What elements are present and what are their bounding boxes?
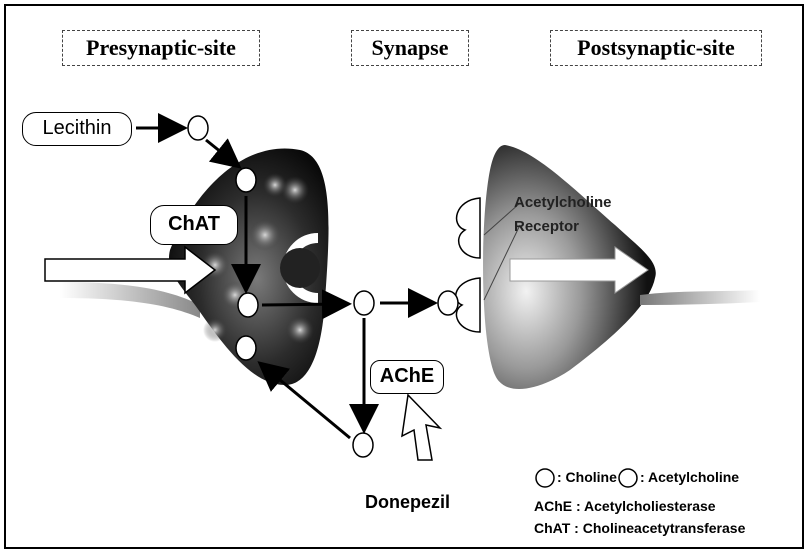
presynaptic-axon	[60, 282, 200, 318]
lecithin-label: Lecithin	[22, 112, 132, 146]
postsynaptic-axon	[640, 290, 760, 305]
chat-label: ChAT	[150, 205, 238, 245]
ache-label: AChE	[370, 360, 444, 394]
presynaptic-title: Presynaptic-site	[62, 30, 260, 66]
donepezil-inhibition-arrow	[402, 395, 440, 460]
postsynaptic-title: Postsynaptic-site	[550, 30, 762, 66]
legend-acetylcholine-symbol	[619, 469, 637, 487]
transporter-core	[280, 248, 320, 288]
legend-acetylcholine: : Acetylcholine	[640, 469, 739, 485]
synapse-title: Synapse	[351, 30, 469, 66]
legend-chat: ChAT : Cholineacetytransferase	[534, 520, 745, 536]
legend-choline: : Choline	[557, 469, 617, 485]
legend-choline-symbol	[536, 469, 554, 487]
receptor-label-line1: Acetylcholine	[514, 194, 612, 211]
legend-ache: AChE : Acetylcholiesterase	[534, 498, 716, 514]
receptor-label-line2: Receptor	[514, 218, 579, 235]
donepezil-label: Donepezil	[365, 492, 450, 513]
